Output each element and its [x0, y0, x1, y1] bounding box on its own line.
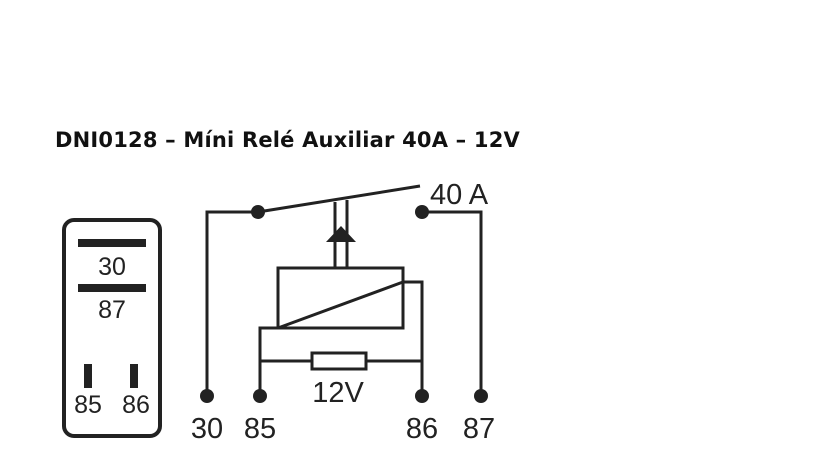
- switch-arm: [257, 184, 421, 214]
- pin-label-86: 86: [122, 391, 150, 419]
- contact-node-87: [415, 205, 429, 219]
- pin-blade-85: [84, 364, 92, 388]
- terminal-node-85: [253, 389, 267, 403]
- relay-housing-outline: [62, 218, 162, 438]
- pin-blade-86: [130, 364, 138, 388]
- page-title: DNI0128 – Míni Relé Auxiliar 40A – 12V: [55, 128, 520, 152]
- terminal-label-86: 86: [406, 413, 438, 445]
- wire-85: [258, 326, 278, 396]
- terminal-label-30: 30: [191, 413, 223, 445]
- pin-label-30: 30: [98, 253, 126, 281]
- coil-voltage-label: 12V: [312, 377, 364, 409]
- coil-diagonal: [277, 280, 404, 330]
- wire-30: [205, 210, 258, 396]
- resistor: [310, 351, 368, 371]
- relay-schematic: [205, 184, 483, 396]
- terminal-label-85: 85: [244, 413, 276, 445]
- terminal-label-87: 87: [463, 413, 495, 445]
- pin-blade-87: [78, 284, 146, 292]
- contact-node-30: [251, 205, 265, 219]
- wire-87: [422, 210, 483, 396]
- contact-rating-label: 40 A: [430, 179, 489, 211]
- wire-86: [403, 280, 424, 396]
- pin-label-85: 85: [74, 391, 102, 419]
- schematic-nodes: [200, 205, 488, 403]
- terminal-node-30: [200, 389, 214, 403]
- terminal-node-86: [415, 389, 429, 403]
- pin-label-87: 87: [98, 296, 126, 324]
- pinout-footprint: 30 87 85 86: [62, 218, 162, 438]
- coil-box: [276, 266, 405, 330]
- actuator-arrow-icon: [326, 226, 356, 242]
- terminal-node-87: [474, 389, 488, 403]
- pin-blade-30: [78, 239, 146, 247]
